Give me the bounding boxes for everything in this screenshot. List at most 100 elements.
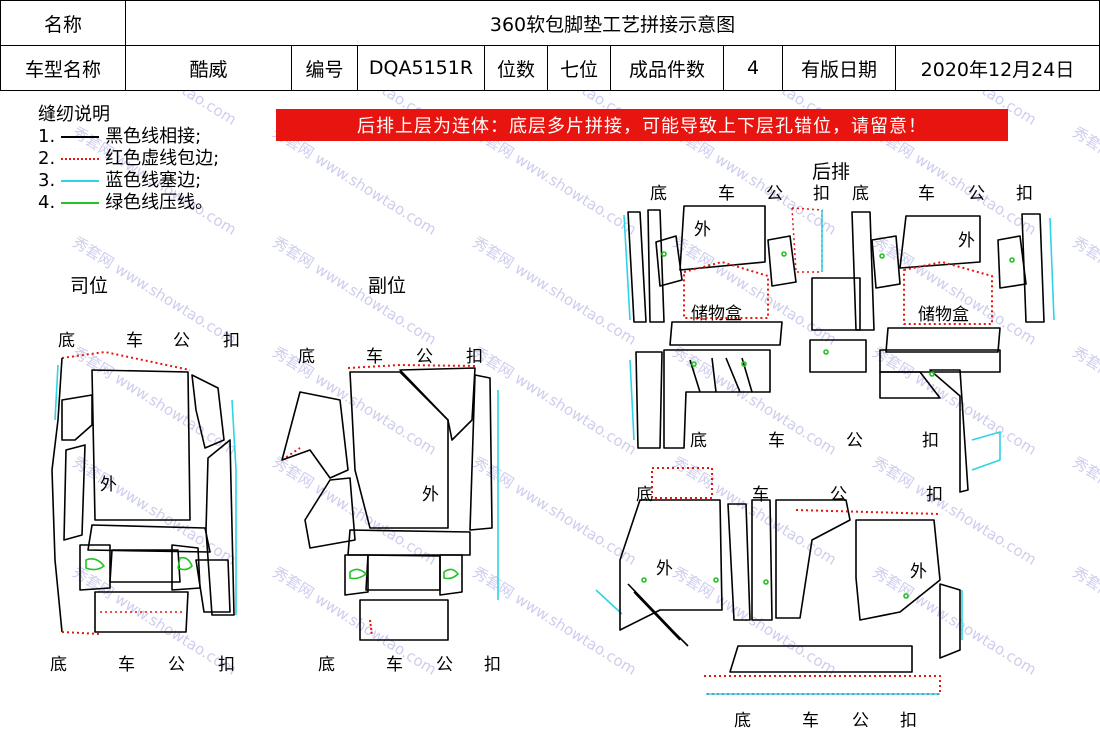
rear-mid-kou: 扣 [922, 431, 939, 451]
third-top-kou: 扣 [926, 485, 943, 505]
third-green-1 [641, 577, 647, 583]
driver-right-pocket [171, 544, 201, 591]
seats-label-cell: 位数 [484, 45, 548, 91]
mid-green-2 [741, 361, 747, 367]
rear-right-strip [1021, 213, 1045, 323]
mid-right-2 [929, 369, 969, 493]
pass-top-di: 底 [298, 347, 315, 367]
legend-item-green: 4. 绿色线压线。 [38, 192, 214, 213]
third-left-curves [627, 583, 689, 647]
passenger-section-label: 副位 [368, 275, 407, 297]
model-value-cell: 酷威 [125, 45, 292, 91]
third-bot-gong: 公 [852, 711, 869, 731]
code-value-cell: DQA5151R [357, 45, 485, 91]
third-right-panel [855, 519, 941, 621]
rear-pocket-4 [997, 235, 1027, 289]
rear-center-1 [679, 205, 766, 271]
rear-pocket-3 [871, 235, 901, 289]
seats-label: 位数 [496, 58, 535, 81]
driver-section-label: 司位 [70, 275, 109, 297]
rear-left-cyan [623, 214, 631, 321]
driver-top-di: 底 [58, 331, 75, 351]
rear-strip-2 [647, 209, 665, 323]
third-top-red [651, 467, 713, 499]
mid-left-panel [635, 351, 663, 449]
seats-value: 七位 [559, 58, 598, 81]
pass-green-right [443, 568, 459, 580]
third-center-panel [775, 499, 851, 619]
driver-right-strip [205, 439, 235, 616]
rear-left-strip [627, 211, 647, 323]
legend-item-red: 2. 红色虚线包边; [38, 148, 220, 169]
pass-left-flare [281, 391, 349, 479]
pass-right-column [399, 367, 476, 441]
rear-bar-1 [669, 321, 783, 346]
mid-top-panel [663, 349, 771, 449]
legend-item-black: 1. 黑色线相接; [38, 126, 202, 147]
mid-right-panel [809, 339, 867, 373]
driver-bot-che: 车 [118, 655, 135, 675]
code-label: 编号 [305, 58, 344, 81]
pieces-label: 成品件数 [628, 58, 705, 81]
rear-green-4 [1009, 257, 1015, 263]
pass-top-edge-red [347, 364, 476, 369]
third-right-strip [939, 583, 961, 659]
driver-green-right [177, 556, 193, 571]
warning-banner: 后排上层为连体：底层多片拼接，可能导致上下层孔错位，请留意！ [276, 109, 1008, 141]
driver-left-panel [61, 394, 93, 441]
pass-bottom-pad [359, 599, 449, 641]
third-wai-1: 外 [656, 559, 673, 579]
rear-green-1 [661, 251, 667, 257]
mid-right-box [879, 371, 941, 399]
pass-bot-kou: 扣 [484, 655, 501, 675]
pass-top-kou: 扣 [466, 347, 483, 367]
rear-pocket-2 [767, 235, 797, 287]
driver-lower-band [87, 524, 211, 553]
rear-top-kou-1: 扣 [813, 184, 830, 204]
model-label-cell: 车型名称 [0, 45, 126, 91]
pass-top-gong: 公 [416, 347, 433, 367]
rear-right-cyan [1049, 217, 1055, 321]
driver-outline-left [51, 357, 63, 633]
rear-section-label: 后排 [812, 161, 851, 183]
rear-storage-box-1 [683, 261, 769, 319]
seats-value-cell: 七位 [547, 45, 611, 91]
code-value: DQA5151R [368, 57, 474, 79]
mid-green-3 [823, 349, 829, 355]
legend-title: 缝纫说明 [38, 104, 110, 125]
pass-center-panel [349, 371, 449, 529]
rear-storage-2: 储物盒 [918, 305, 969, 325]
mid-right-cyan [971, 431, 1001, 471]
mid-right-main [879, 349, 1001, 373]
driver-cyan-left [54, 364, 59, 421]
sewing-legend: 缝纫说明 1. 黑色线相接; 2. 红色虚线包边; 3. 蓝色线塞边; 4. 绿… [38, 104, 219, 214]
driver-top-gong: 公 [173, 331, 190, 351]
legend-item-cyan: 3. 蓝色线塞边; [38, 170, 202, 191]
third-center-strips [727, 499, 773, 621]
rear-mid-bottom [811, 277, 861, 331]
pass-right-pocket [439, 554, 463, 596]
third-bottom-bar [729, 645, 913, 673]
rear-top-mat [623, 205, 1055, 353]
rear-middle-mat [629, 339, 1001, 493]
model-label: 车型名称 [24, 58, 101, 81]
red-dotted-swatch [61, 158, 100, 160]
driver-top-che: 车 [126, 331, 143, 351]
driver-top-kou: 扣 [223, 331, 240, 351]
rear-green-3 [879, 253, 885, 259]
name-label: 名称 [43, 13, 82, 36]
rear-mid-gong: 公 [846, 431, 863, 451]
third-bot-di: 底 [734, 711, 751, 731]
third-bottom-red [704, 675, 941, 695]
driver-bottom-pad [94, 591, 189, 633]
mid-green-1 [691, 361, 697, 367]
third-wai-2: 外 [910, 562, 927, 582]
rear-mid-di: 底 [690, 431, 707, 451]
driver-wai: 外 [100, 475, 117, 495]
passenger-mat [281, 364, 499, 641]
third-left-panel [619, 499, 723, 631]
rear-pocket-1 [655, 235, 683, 287]
rear-top-di-2: 底 [852, 184, 869, 204]
third-right-red-top [795, 509, 941, 515]
